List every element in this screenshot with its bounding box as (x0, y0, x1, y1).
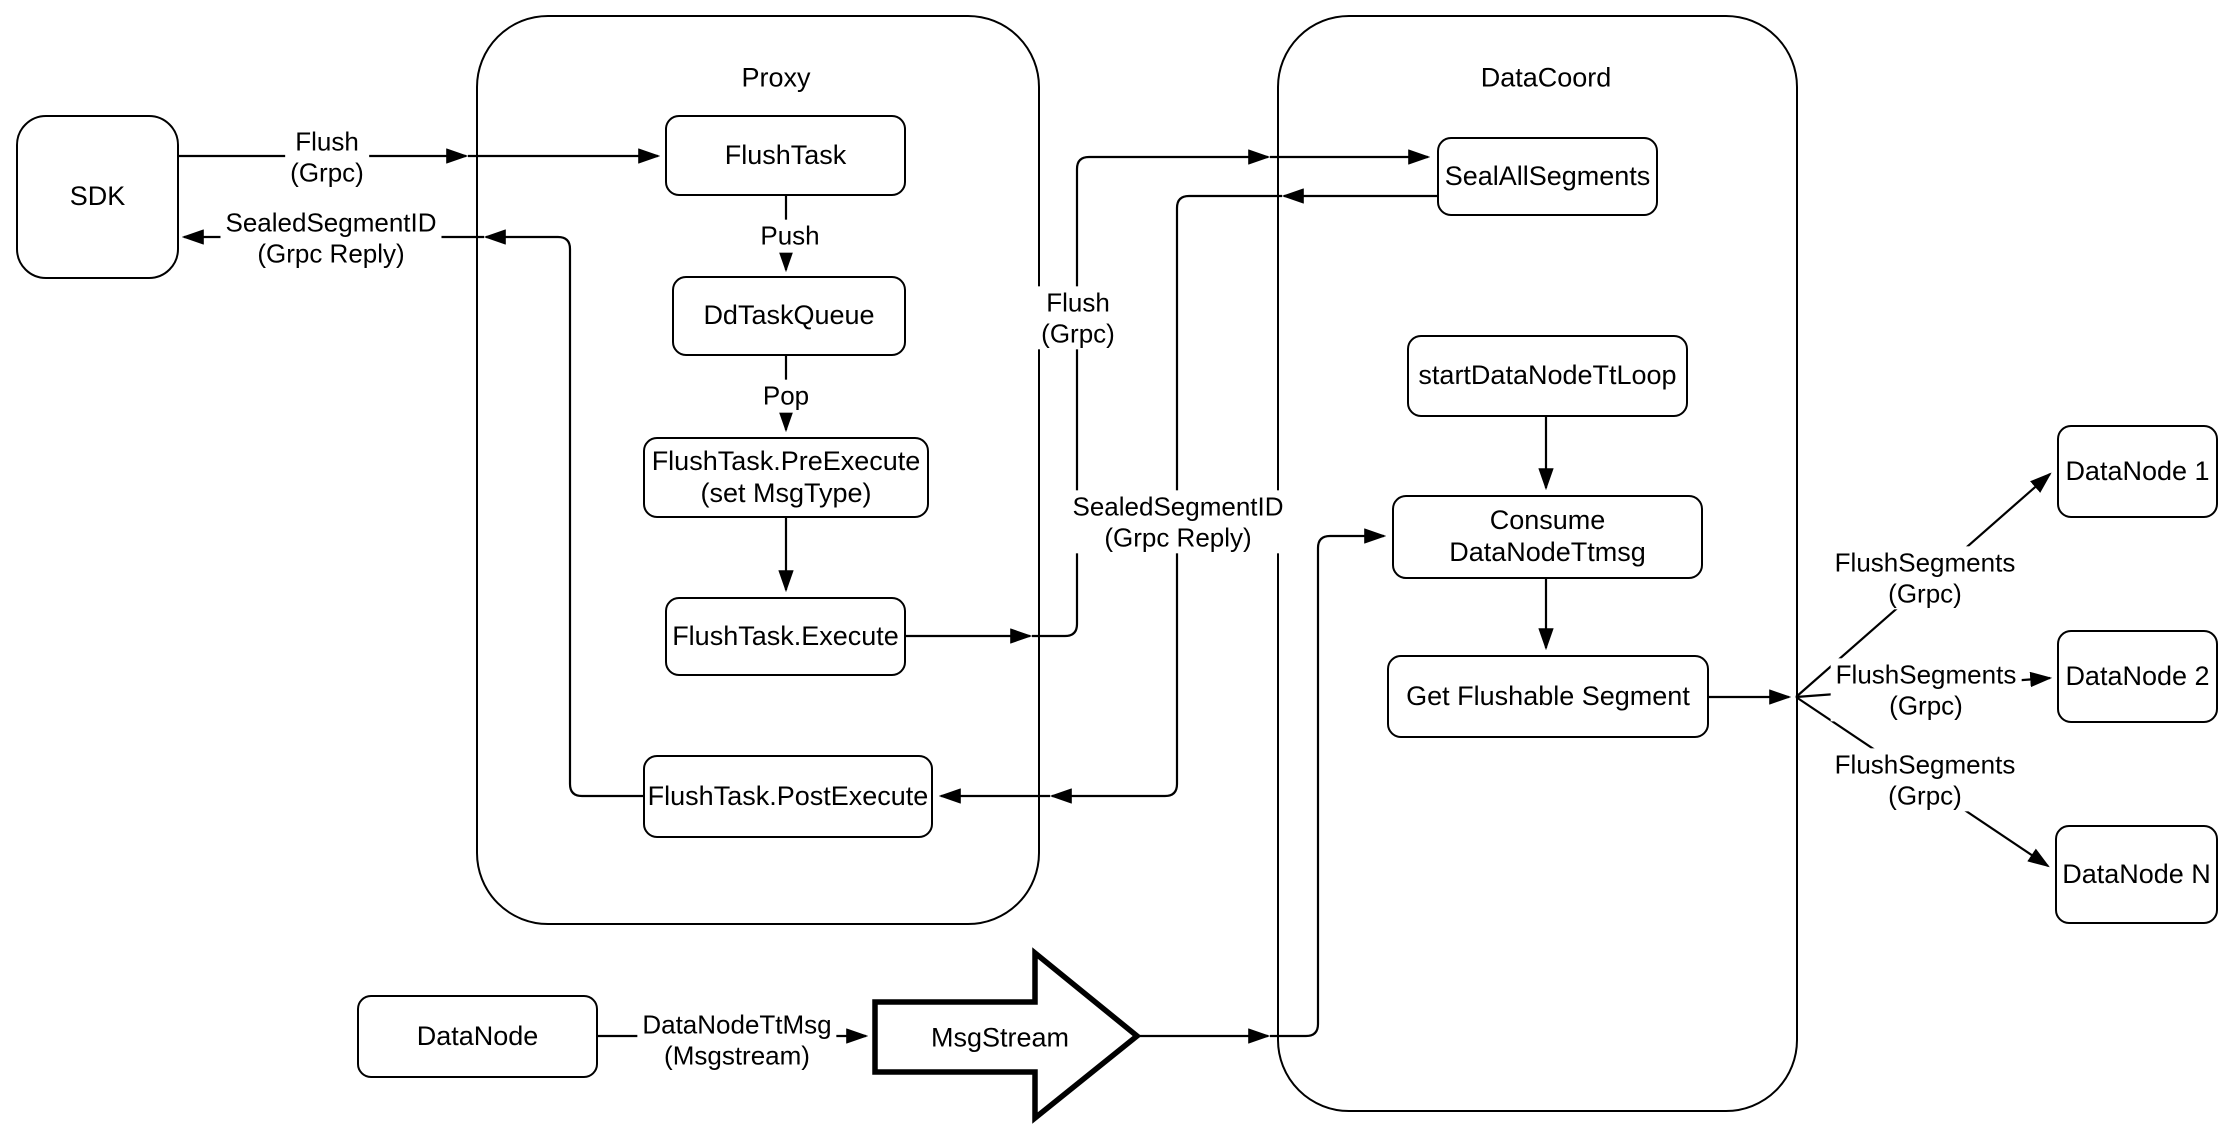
msgstream-arrow-shape (872, 947, 1142, 1124)
node-datanode-1: DataNode 1 (2057, 425, 2218, 518)
edge-label-flushsegments-2: FlushSegments (Grpc) (1830, 658, 2022, 722)
node-datanode: DataNode (357, 995, 598, 1078)
node-get-flushable-segment: Get Flushable Segment (1387, 655, 1709, 738)
node-consume-datanodettmsg: Consume DataNodeTtmsg (1392, 495, 1703, 579)
edge-proxyedge-to-datacoordedge (1032, 149, 1271, 638)
proxy-container (476, 15, 1040, 925)
node-flushtask-preexecute: FlushTask.PreExecute (set MsgType) (643, 437, 929, 518)
node-startdatanodettloop: startDataNodeTtLoop (1407, 335, 1688, 417)
node-datanode-n: DataNode N (2055, 825, 2218, 924)
node-ddtaskqueue: DdTaskQueue (672, 276, 906, 356)
node-sealallsegments: SealAllSegments (1437, 137, 1658, 216)
node-flushtask-execute: FlushTask.Execute (665, 597, 906, 676)
edge-label-datanodettmsg: DataNodeTtMsg (Msgstream) (637, 1008, 837, 1072)
datacoord-container-title: DataCoord (1480, 62, 1612, 93)
edge-label-sealedsegmentid-datacoord: SealedSegmentID (Grpc Reply) (1067, 490, 1289, 554)
node-flushtask-postexecute: FlushTask.PostExecute (643, 755, 933, 838)
proxy-container-title: Proxy (741, 62, 811, 93)
edge-label-flushsegments-1: FlushSegments (Grpc) (1829, 546, 2021, 610)
node-datanode-2: DataNode 2 (2057, 630, 2218, 723)
datacoord-container (1277, 15, 1798, 1112)
node-sdk: SDK (16, 115, 179, 279)
edge-label-flush-grpc-datacoord: Flush (Grpc) (1036, 286, 1120, 350)
edge-label-pop: Pop (757, 379, 815, 413)
edge-label-sealedsegmentid-sdk: SealedSegmentID (Grpc Reply) (220, 206, 442, 270)
edge-label-flushsegments-n: FlushSegments (Grpc) (1829, 748, 2021, 812)
node-flushtask: FlushTask (665, 115, 906, 196)
msgstream-label: MsgStream (930, 1022, 1070, 1053)
edge-postexecute-to-proxyedge (483, 229, 643, 798)
edge-label-push: Push (755, 219, 825, 253)
edge-label-flush-grpc-sdk: Flush (Grpc) (285, 125, 369, 189)
edge-datacoordedge-to-consume (1270, 528, 1387, 1038)
